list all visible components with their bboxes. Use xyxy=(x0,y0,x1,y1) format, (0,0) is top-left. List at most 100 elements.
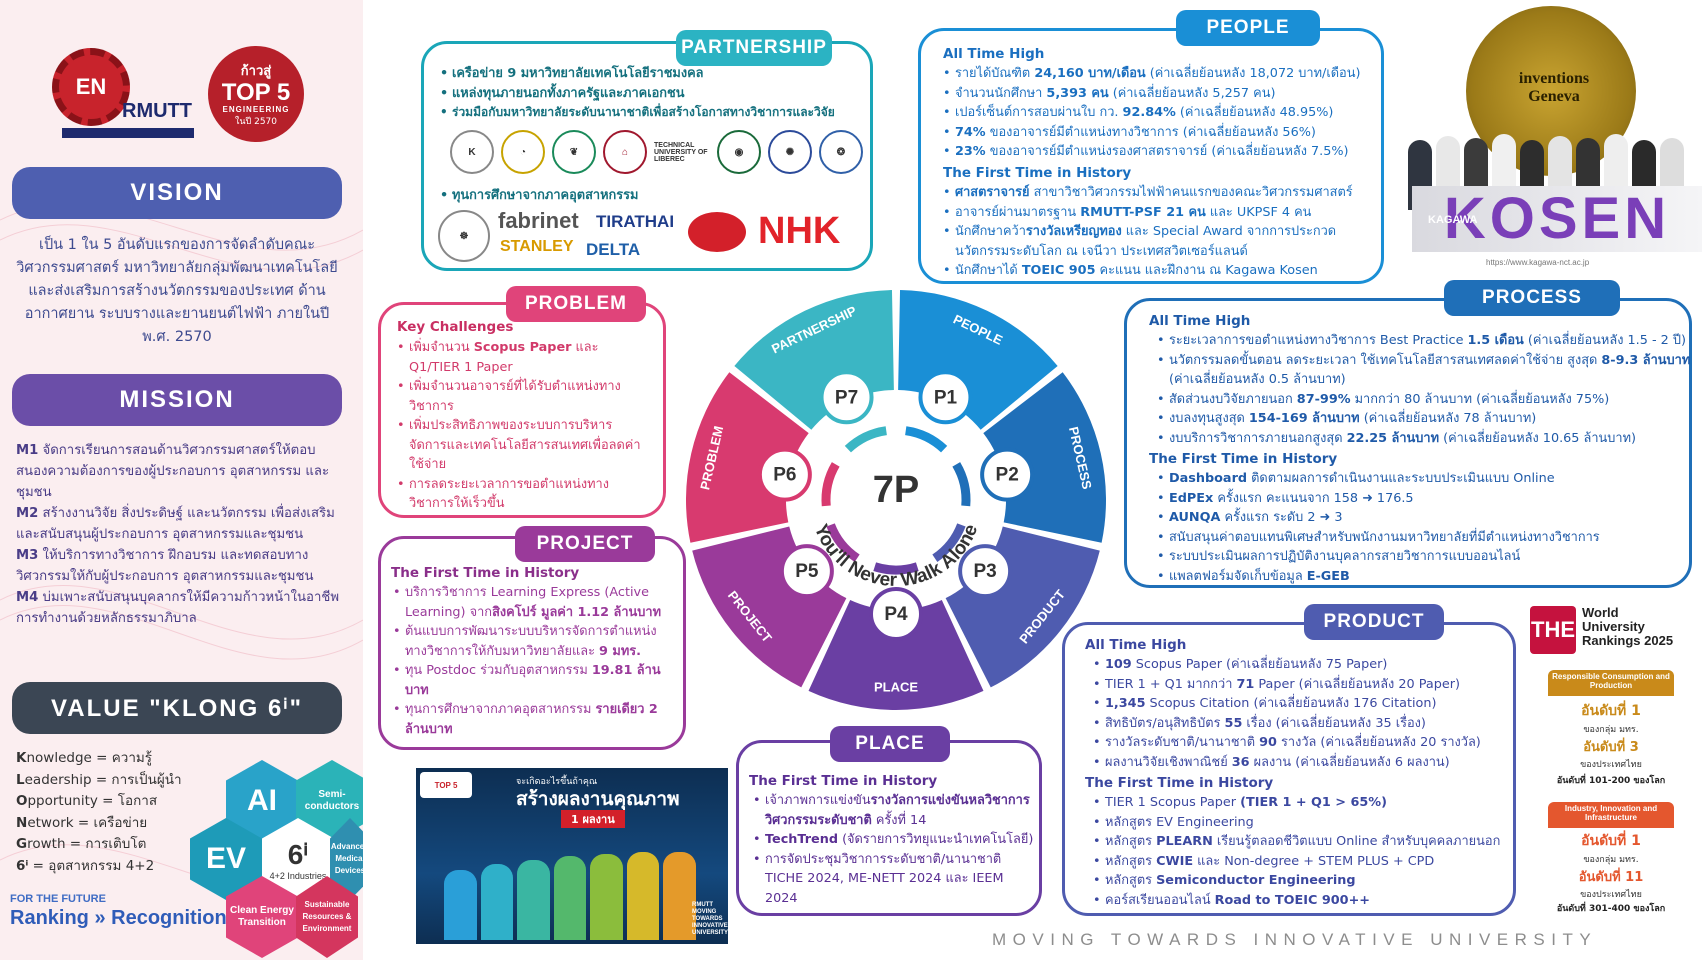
university-logos: K ◔ ❦ ⌂ TECHNICAL UNIVERSITY OF LIBEREC … xyxy=(450,130,863,174)
project-item: ทุนการศึกษาจากภาคอุตสาหกรรม รายเดียว 2 ล… xyxy=(391,700,673,739)
footer-slogan: MOVING TOWARDS INNOVATIVE UNIVERSITY xyxy=(992,930,1598,949)
top5-logo: ก้าวสู่ TOP 5 ENGINEERING ในปี 2570 xyxy=(208,46,304,142)
university-logo: ❂ xyxy=(819,130,863,174)
wheel-badge-label: P2 xyxy=(996,465,1019,486)
product-box: All Time High 109 Scopus Paper (ค่าเฉลี่… xyxy=(1062,622,1516,916)
place-pill: PLACE xyxy=(830,726,950,762)
kagawa-label: KAGAWA xyxy=(1428,214,1478,226)
klong-item: Opportunity = โอกาส xyxy=(16,793,158,809)
hex-6i-label: 6ⁱ xyxy=(287,838,309,870)
place-box: The First Time in History เจ้าภาพการแข่ง… xyxy=(736,740,1042,916)
klong-item: Growth = การเติบโต xyxy=(16,836,147,852)
fabrinet-logo: fabrinet xyxy=(498,208,579,233)
poster-logo: TOP 5 xyxy=(420,772,472,798)
process-item: งบบริการวิชาการภายนอกสูงสุด 22.25 ล้านบา… xyxy=(1155,429,1691,449)
partnership-list: เครือข่าย 9 มหาวิทยาลัยเทคโนโลยีราชมงคล … xyxy=(438,64,864,123)
people-box: All Time High รายได้บัณฑิต 24,160 บาท/เด… xyxy=(918,28,1384,284)
process-item: ระยะเวลาการขอตำแหน่งทางวิชาการ Best Prac… xyxy=(1155,331,1691,351)
people-item: เปอร์เซ็นต์การสอบผ่านใบ กว. 92.84% (ค่าเ… xyxy=(941,103,1383,123)
project-list: บริการวิชาการ Learning Express (Active L… xyxy=(391,583,673,739)
poster-top-text: จะเกิดอะไรขึ้นถ้าคุณ xyxy=(516,777,598,787)
background-swirl xyxy=(0,204,363,896)
award-1-rank1: อันดับที่ 1 xyxy=(1581,703,1641,719)
top5-line-a: ก้าวสู่ xyxy=(240,64,272,79)
partnership-pill: PARTNERSHIP xyxy=(676,30,832,66)
wheel-inner-arc xyxy=(821,462,840,507)
poster-column xyxy=(444,870,477,940)
people-item: อาจารย์ผ่านมาตรฐาน RMUTT-PSF 21 คน และ U… xyxy=(941,203,1381,223)
people-item: 74% ของอาจารย์มีตำแหน่งทางวิชาการ (ค่าเฉ… xyxy=(941,123,1383,143)
process-item: Dashboard ติดตามผลการดำเนินงานและระบบประ… xyxy=(1155,469,1691,489)
delta-logo: DELTA xyxy=(586,240,641,259)
the-line: World xyxy=(1582,605,1619,620)
wheel-badge-label: P4 xyxy=(884,604,908,625)
partnership-item: เครือข่าย 9 มหาวิทยาลัยเทคโนโลยีราชมงคล xyxy=(438,64,864,84)
award-1-rank3: อันดับที่ 3 xyxy=(1583,740,1639,755)
project-item: ทุน Postdoc ร่วมกับอุตสาหกรรม 19.81 ล้าน… xyxy=(391,661,673,700)
poster-column xyxy=(480,864,514,940)
wheel-badge-p3 xyxy=(958,544,1013,599)
award-2-world: อันดับที่ 301-400 ของโลก xyxy=(1556,904,1666,914)
people-item: 23% ของอาจารย์มีตำแหน่งรองศาสตราจารย์ (ค… xyxy=(941,142,1383,162)
mission-item: M2 สร้างงานวิจัย สิ่งประดิษฐ์ และนวัตกรร… xyxy=(16,506,335,542)
problem-item: เพิ่มประสิทธิภาพของระบบการบริหารจัดการแล… xyxy=(395,416,645,475)
poster-column xyxy=(626,852,660,940)
wheel-badge-p4 xyxy=(869,587,923,641)
process-item: สนับสนุนค่าตอบแทนพิเศษสำหรับพนักงานมหาวิ… xyxy=(1155,528,1691,548)
people-subtitle-1: All Time High xyxy=(943,46,1045,62)
project-box: The First Time in History บริการวิชาการ … xyxy=(378,536,686,750)
project-item: ต้นแบบการพัฒนาระบบบริหารจัดการตำแหน่งทาง… xyxy=(391,622,673,661)
product-item: หลักสูตร PLEARN เรียนรู้ตลอดชีวิตแบบ Onl… xyxy=(1091,832,1515,852)
people-list-2: ศาสตราจารย์ สาขาวิชาวิศวกรรมไฟฟ้าคนแรกขอ… xyxy=(941,183,1381,281)
kosen-sign: KOSEN xyxy=(1412,186,1702,252)
nhk-logo: NHK xyxy=(758,210,841,252)
top5-line-c: ENGINEERING xyxy=(222,105,290,114)
award-1-sub3: ของประเทศไทย xyxy=(1580,760,1642,770)
award-2-sub11: ของประเทศไทย xyxy=(1580,890,1642,900)
ranking-recognition: Ranking » Recognition xyxy=(10,907,227,929)
people-item: รายได้บัณฑิต 24,160 บาท/เดือน (ค่าเฉลี่ย… xyxy=(941,64,1383,84)
rmutt-wordmark: RMUTT xyxy=(122,100,192,122)
wheel-badge-label: P5 xyxy=(795,561,819,582)
hex-sustainable: Sustainable Resources & Environment xyxy=(296,876,358,958)
process-list-2: Dashboard ติดตามผลการดำเนินงานและระบบประ… xyxy=(1155,469,1691,586)
value-header: VALUE "KLONG 6ⁱ" xyxy=(12,682,342,734)
place-list: เจ้าภาพการแข่งขันรางวัลการแข่งขันหลวิชาก… xyxy=(751,791,1037,908)
wheel-segment-place xyxy=(808,600,984,710)
award-1-world: อันดับที่ 101-200 ของโลก xyxy=(1556,776,1666,786)
liberec-logo: TECHNICAL UNIVERSITY OF LIBEREC xyxy=(654,141,708,163)
award-2-rank11: อันดับที่ 11 xyxy=(1578,870,1644,885)
mission-header: MISSION xyxy=(12,374,342,426)
university-logo: K xyxy=(450,130,494,174)
rmutt-engineering-logo: EN RMUTT xyxy=(52,48,202,140)
process-item: สัดส่วนงบวิจัยภายนอก 87-99% มากกว่า 80 ล… xyxy=(1155,390,1691,410)
problem-box: Key Challenges เพิ่มจำนวน Scopus Paper แ… xyxy=(378,302,666,518)
problem-pill: PROBLEM xyxy=(506,286,646,322)
product-subtitle-2: The First Time in History xyxy=(1085,775,1274,791)
the-line: Rankings 2025 xyxy=(1582,633,1674,648)
process-subtitle-2: The First Time in History xyxy=(1149,451,1338,467)
partnership-item: ร่วมมือกับมหาวิทยาลัยระดับนานาชาติเพื่อส… xyxy=(438,103,864,123)
problem-item: เพิ่มจำนวน Scopus Paper และ Q1/TIER 1 Pa… xyxy=(395,338,645,377)
product-item: 1,345 Scopus Citation (ค่าเฉลี่ยย้อนหลัง… xyxy=(1091,694,1515,714)
klong-item: Network = เครือข่าย xyxy=(16,814,148,831)
kosen-photo: inventions Geneva KOSEN KAGAWA https://w… xyxy=(1400,0,1706,280)
top5-line-d: ในปี 2570 xyxy=(234,117,278,127)
product-list-1: 109 Scopus Paper (ค่าเฉลี่ยย้อนหลัง 75 P… xyxy=(1091,655,1515,772)
university-logo: ◉ xyxy=(717,130,761,174)
mission-item: M3 ให้บริการทางวิชาการ ฝึกอบรม และทดสอบท… xyxy=(16,548,314,584)
project-subtitle: The First Time in History xyxy=(391,565,580,581)
vision-header: VISION xyxy=(12,167,342,219)
place-subtitle: The First Time in History xyxy=(749,773,938,789)
tirathai-logo: TIRATHAI xyxy=(596,212,675,231)
mission-item: M1 จัดการเรียนการสอนด้านวิศวกรรมศาสตร์ให… xyxy=(16,443,330,500)
kosen-url: https://www.kagawa-nct.ac.jp xyxy=(1486,258,1590,267)
the-line: University xyxy=(1582,619,1645,634)
place-item: การจัดประชุมวิชาการระดับชาติ/นานาชาติ TI… xyxy=(751,850,1037,909)
product-subtitle-1: All Time High xyxy=(1085,637,1187,653)
poster-rmutt: RMUTT MOVING TOWARDS INNOVATIVE UNIVERSI… xyxy=(692,902,728,936)
wheel-label-place: PLACE xyxy=(874,679,918,694)
wheel-badge-label: P6 xyxy=(773,465,796,486)
wheel-inner-arc xyxy=(932,523,966,562)
